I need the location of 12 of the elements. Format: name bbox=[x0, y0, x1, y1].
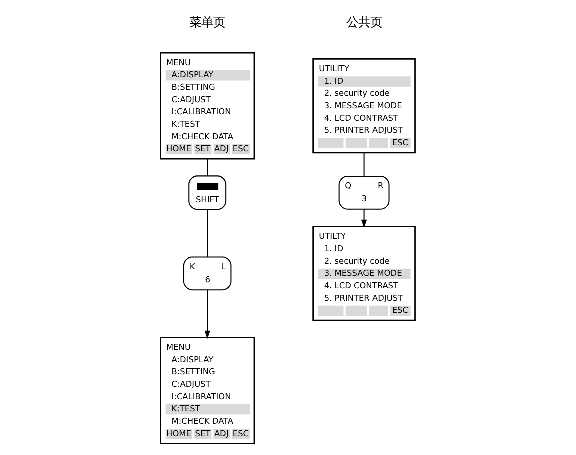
node-box: MENU A:DISPLAY B:SETTING C:ADJUST I:CALIBRATION K:TEST M:CHECK DATA HOME SET ADJ ESC bbox=[160, 336, 256, 444]
node-box: MENU A:DISPLAY B:SETTING C:ADJUST I:CALIBRATION K:TEST M:CHECK DATA HOME SET ADJ ESC bbox=[160, 52, 256, 160]
label: 公共页 bbox=[346, 16, 382, 30]
node-box: SHIFT bbox=[188, 176, 227, 210]
connector bbox=[207, 210, 208, 258]
arrow bbox=[204, 290, 210, 340]
connector bbox=[207, 159, 208, 176]
label: 菜单页 bbox=[190, 16, 226, 30]
node-box: Q R 3 bbox=[338, 176, 390, 210]
arrow bbox=[361, 210, 368, 228]
connector bbox=[364, 153, 365, 176]
node-box: K L 6 bbox=[183, 256, 232, 291]
